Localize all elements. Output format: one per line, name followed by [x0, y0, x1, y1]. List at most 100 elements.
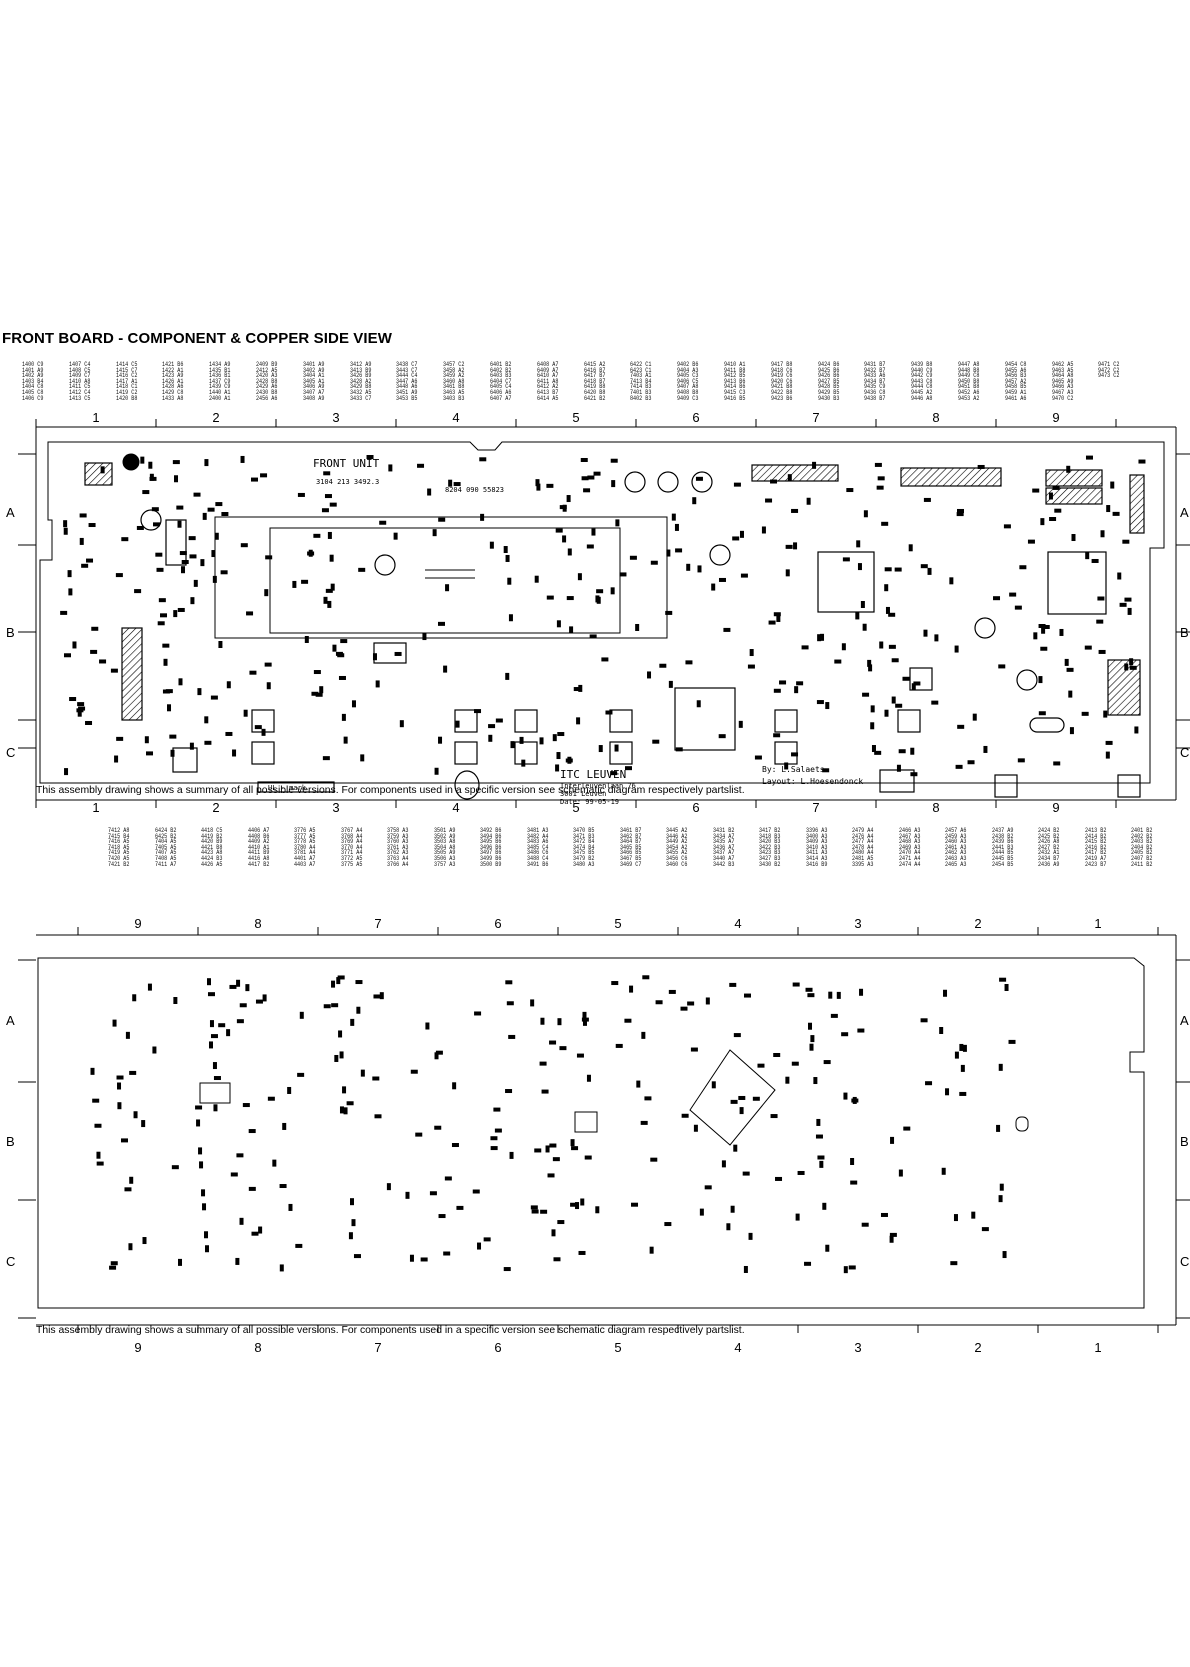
smd-pad — [339, 1106, 344, 1114]
smd-pad — [1096, 619, 1104, 624]
smd-pad — [959, 1043, 964, 1051]
smd-pad — [178, 678, 183, 686]
smd-pad — [586, 1074, 591, 1082]
smd-pad — [493, 1107, 501, 1112]
smd-pad — [668, 680, 673, 688]
smd-pad — [94, 1123, 102, 1128]
legend-column: 6415 A2 6416 B7 6417 B7 6418 B7 6419 B8 … — [583, 361, 606, 402]
smd-pad — [521, 759, 526, 767]
smd-pad — [791, 1061, 799, 1066]
smd-pad — [85, 720, 93, 725]
smd-pad — [77, 709, 82, 717]
smd-pad — [775, 1176, 783, 1181]
row-label: C — [6, 1254, 15, 1269]
legend-column: 1407 C4 1408 C5 1409 C7 1410 A8 1411 C5 … — [68, 361, 91, 402]
designer-by: By: L.Salaets — [762, 765, 825, 774]
smd-pad — [611, 981, 619, 986]
smd-pad — [120, 1138, 128, 1143]
smd-pad — [156, 567, 164, 572]
smd-pad — [307, 551, 315, 556]
smd-pad — [757, 1063, 765, 1068]
legend-column: 9417 B8 9418 C6 9419 C6 9420 C6 9421 B8 … — [770, 361, 793, 402]
smd-pad — [196, 1119, 201, 1127]
smd-pad — [260, 473, 268, 478]
col-label: 6 — [494, 916, 501, 931]
smd-pad — [246, 611, 254, 616]
itc-label: ITC LEUVEN — [560, 768, 626, 781]
row-label: B — [1180, 1134, 1189, 1149]
smd-pad — [199, 1161, 204, 1169]
smd-pad — [505, 980, 513, 985]
smd-pad — [983, 745, 988, 753]
ic-1414 — [609, 741, 633, 765]
smd-pad — [841, 1032, 849, 1037]
smd-pad — [142, 490, 150, 495]
row-label: A — [6, 505, 15, 520]
smd-pad — [495, 718, 503, 723]
smd-pad — [351, 700, 356, 708]
legend-column: 2466 A3 2467 A3 2468 A3 2469 A3 2470 A4 … — [898, 827, 920, 868]
smd-pad — [695, 476, 703, 481]
smd-pad — [189, 554, 197, 559]
smd-pad — [1124, 663, 1129, 671]
smd-pad — [828, 991, 833, 999]
smd-pad — [870, 705, 875, 713]
smd-pad — [415, 1132, 423, 1137]
smd-pad — [779, 680, 787, 685]
smd-pad — [323, 1004, 331, 1009]
smd-pad — [629, 985, 634, 993]
smd-pad — [570, 1139, 575, 1147]
smd-pad — [631, 1202, 639, 1207]
smd-pad — [877, 476, 885, 481]
smd-pad — [329, 554, 334, 562]
smd-pad — [209, 1020, 214, 1028]
ic-1408 — [609, 709, 633, 733]
smd-pad — [117, 1102, 122, 1110]
smd-pad — [655, 1000, 663, 1005]
smd-pad — [665, 610, 673, 615]
smd-pad — [881, 521, 889, 526]
smd-pad — [730, 1099, 738, 1104]
smd-pad — [360, 1069, 365, 1077]
smd-pad — [843, 1092, 848, 1100]
smd-pad — [288, 1203, 293, 1211]
smd-pad — [793, 542, 798, 550]
smd-pad — [282, 1122, 287, 1130]
smd-pad — [1138, 459, 1146, 464]
smd-pad — [375, 680, 380, 688]
smd-pad — [889, 1232, 897, 1237]
smd-pad — [981, 1227, 989, 1232]
smd-pad — [173, 610, 178, 618]
smd-pad — [63, 520, 68, 528]
smd-pad — [112, 1019, 117, 1027]
smd-pad — [664, 1222, 672, 1227]
smd-pad — [230, 1172, 238, 1177]
smd-pad — [954, 645, 959, 653]
smd-pad — [72, 641, 77, 649]
smd-pad — [240, 455, 245, 463]
legend-column: 3396 A3 3400 A3 3409 A3 3410 A3 3411 A3 … — [805, 827, 827, 868]
ic-1413 — [514, 741, 538, 765]
smd-pad — [934, 634, 939, 642]
board-outline-top — [39, 441, 1165, 784]
smd-pad — [313, 533, 321, 538]
smd-pad — [553, 1257, 561, 1262]
smd-pad — [327, 600, 332, 608]
smd-pad — [610, 458, 618, 463]
smd-pad — [343, 736, 348, 744]
smd-pad — [692, 497, 697, 505]
smd-pad — [190, 597, 195, 605]
smd-pad — [535, 479, 540, 487]
smd-pad — [321, 508, 329, 513]
smd-pad — [822, 1202, 827, 1210]
smd-pad — [142, 1237, 147, 1245]
legend-column: 4406 A7 4408 B6 4409 A2 4410 A1 4411 B9 … — [247, 827, 269, 868]
ul-mark-label: UL - mark — [268, 784, 307, 792]
smd-pad — [776, 614, 781, 622]
smd-pad — [503, 1267, 511, 1272]
smd-pad — [299, 1011, 304, 1019]
smd-pad — [204, 740, 212, 745]
smd-pad — [874, 462, 882, 467]
smd-pad — [394, 651, 402, 656]
smd-pad — [144, 736, 149, 744]
